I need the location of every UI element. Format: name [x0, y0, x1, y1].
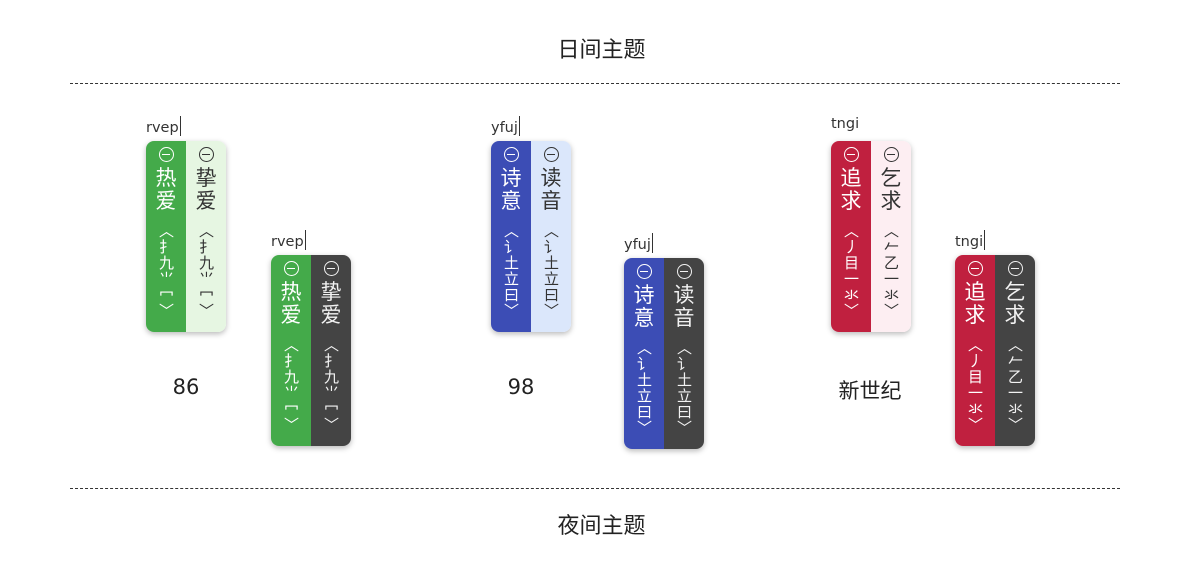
input-code: rvep — [271, 230, 306, 250]
candidate-popup-86-day: rvep 热爱 〈扌九⺌冖〉 挚爱 〈扌九⺌冖〉 — [146, 116, 226, 332]
scheme-label-xinshiji: 新世纪 — [838, 379, 902, 403]
candidate-panel: 热爱 〈扌九⺌冖〉 挚爱 〈扌九⺌冖〉 — [271, 255, 351, 446]
text-caret — [984, 230, 986, 250]
minus-circle-icon[interactable] — [283, 261, 299, 276]
text-caret — [518, 116, 520, 136]
candidate-code: 〈丿目一氺〉 — [966, 337, 984, 433]
candidate-word: 诗意 — [633, 283, 655, 330]
candidate-code: 〈讠土立曰〉 — [542, 223, 560, 319]
candidate-panel: 追求 〈丿目一氺〉 乞求 〈𠂉乙一氺〉 — [831, 141, 911, 332]
candidate-left[interactable]: 热爱 〈扌九⺌冖〉 — [146, 141, 186, 332]
candidate-left[interactable]: 追求 〈丿目一氺〉 — [831, 141, 871, 332]
candidate-code: 〈丿目一氺〉 — [842, 223, 860, 319]
candidate-popup-xinshiji-day: tngi 追求 〈丿目一氺〉 乞求 〈𠂉乙一氺〉 — [831, 116, 911, 332]
candidate-code: 〈讠土立曰〉 — [635, 340, 653, 436]
candidate-right[interactable]: 挚爱 〈扌九⺌冖〉 — [311, 255, 351, 446]
candidate-word: 读音 — [540, 166, 562, 213]
minus-circle-icon[interactable] — [883, 147, 899, 162]
candidate-right[interactable]: 乞求 〈𠂉乙一氺〉 — [995, 255, 1035, 446]
candidate-code: 〈扌九⺌冖〉 — [322, 337, 340, 433]
candidate-word: 热爱 — [155, 166, 177, 213]
candidate-word: 追求 — [840, 166, 862, 213]
candidate-popup-98-day: yfuj 诗意 〈讠土立曰〉 读音 〈讠土立曰〉 — [491, 116, 571, 332]
minus-circle-icon[interactable] — [843, 147, 859, 162]
candidate-popup-98-night: yfuj 诗意 〈讠土立曰〉 读音 〈讠土立曰〉 — [624, 233, 704, 449]
candidate-left[interactable]: 热爱 〈扌九⺌冖〉 — [271, 255, 311, 446]
candidate-panel: 追求 〈丿目一氺〉 乞求 〈𠂉乙一氺〉 — [955, 255, 1035, 446]
candidate-code: 〈讠土立曰〉 — [675, 340, 693, 436]
minus-circle-icon[interactable] — [636, 264, 652, 279]
candidate-popup-86-night: rvep 热爱 〈扌九⺌冖〉 挚爱 〈扌九⺌冖〉 — [271, 230, 351, 446]
input-code: tngi — [831, 116, 860, 132]
candidate-right[interactable]: 读音 〈讠土立曰〉 — [664, 258, 704, 449]
minus-circle-icon[interactable] — [323, 261, 339, 276]
candidate-word: 挚爱 — [320, 280, 342, 327]
candidate-code: 〈𠂉乙一氺〉 — [882, 223, 900, 319]
candidate-left[interactable]: 诗意 〈讠土立曰〉 — [624, 258, 664, 449]
minus-circle-icon[interactable] — [1007, 261, 1023, 276]
text-caret — [651, 233, 653, 253]
candidate-left[interactable]: 追求 〈丿目一氺〉 — [955, 255, 995, 446]
top-divider — [70, 83, 1120, 84]
candidate-word: 追求 — [964, 280, 986, 327]
minus-circle-icon[interactable] — [543, 147, 559, 162]
candidate-popup-xinshiji-night: tngi 追求 〈丿目一氺〉 乞求 〈𠂉乙一氺〉 — [955, 230, 1035, 446]
candidate-code: 〈扌九⺌冖〉 — [197, 223, 215, 319]
night-theme-heading: 夜间主题 — [557, 514, 646, 539]
candidate-code: 〈扌九⺌冖〉 — [157, 223, 175, 319]
candidate-left[interactable]: 诗意 〈讠土立曰〉 — [491, 141, 531, 332]
day-theme-heading: 日间主题 — [557, 38, 646, 63]
candidate-right[interactable]: 乞求 〈𠂉乙一氺〉 — [871, 141, 911, 332]
minus-circle-icon[interactable] — [676, 264, 692, 279]
candidate-word: 挚爱 — [195, 166, 217, 213]
input-code: tngi — [955, 230, 986, 250]
candidate-code: 〈讠土立曰〉 — [502, 223, 520, 319]
candidate-panel: 热爱 〈扌九⺌冖〉 挚爱 〈扌九⺌冖〉 — [146, 141, 226, 332]
minus-circle-icon[interactable] — [503, 147, 519, 162]
candidate-panel: 诗意 〈讠土立曰〉 读音 〈讠土立曰〉 — [624, 258, 704, 449]
candidate-code: 〈𠂉乙一氺〉 — [1006, 337, 1024, 433]
text-caret — [304, 230, 306, 250]
minus-circle-icon[interactable] — [967, 261, 983, 276]
minus-circle-icon[interactable] — [158, 147, 174, 162]
candidate-right[interactable]: 挚爱 〈扌九⺌冖〉 — [186, 141, 226, 332]
minus-circle-icon[interactable] — [198, 147, 214, 162]
text-caret — [179, 116, 181, 136]
input-code: rvep — [146, 116, 181, 136]
candidate-right[interactable]: 读音 〈讠土立曰〉 — [531, 141, 571, 332]
input-code: yfuj — [491, 116, 520, 136]
candidate-word: 乞求 — [880, 166, 902, 213]
input-code: yfuj — [624, 233, 653, 253]
candidate-panel: 诗意 〈讠土立曰〉 读音 〈讠土立曰〉 — [491, 141, 571, 332]
candidate-word: 热爱 — [280, 280, 302, 327]
candidate-word: 乞求 — [1004, 280, 1026, 327]
candidate-code: 〈扌九⺌冖〉 — [282, 337, 300, 433]
scheme-label-86: 86 — [172, 375, 200, 399]
candidate-word: 读音 — [673, 283, 695, 330]
bottom-divider — [70, 488, 1120, 489]
candidate-word: 诗意 — [500, 166, 522, 213]
scheme-label-98: 98 — [507, 375, 535, 399]
